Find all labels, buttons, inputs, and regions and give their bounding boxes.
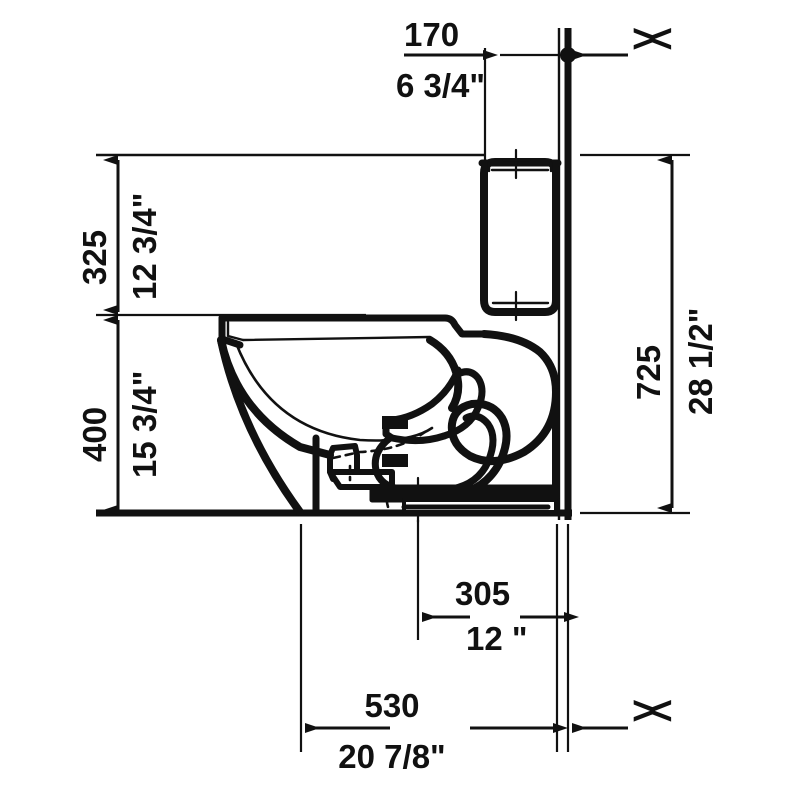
trapway-throat-bottom — [388, 432, 448, 445]
trapway-loop-inner — [440, 368, 486, 440]
break-marker-bottom-glyph: >< — [632, 689, 671, 733]
bowl-rim-top — [218, 314, 488, 338]
dim-label-725-imperial: 28 1/2" — [682, 308, 719, 415]
trapway-outer-upper — [447, 330, 560, 466]
trap-connector-block-upper — [382, 416, 408, 429]
dim-label-170-imperial: 6 3/4" — [396, 67, 485, 104]
dim-label-305-imperial: 12 " — [466, 620, 528, 657]
dim-label-400-metric: 400 — [76, 407, 113, 462]
pedestal-front-skirt — [217, 336, 304, 516]
dim-label-530-imperial: 20 7/8" — [338, 738, 445, 775]
dimension-325-tank-height: 325 12 3/4" — [76, 155, 163, 315]
toilet-profile — [217, 148, 562, 524]
dimension-400-bowl-rim-height: 400 15 3/4" — [76, 315, 163, 515]
dim-label-530-metric: 530 — [364, 687, 419, 724]
dimension-530-overall-depth: 530 20 7/8" — [305, 687, 628, 775]
dim-label-400-imperial: 15 3/4" — [126, 371, 163, 478]
hidden-line-bowl-throat — [331, 430, 427, 460]
trapway-throat-top — [388, 366, 462, 424]
bowl-basin-inner-curve — [234, 341, 434, 442]
trap-connector-block-lower — [382, 454, 408, 467]
dim-label-170-metric: 170 — [404, 16, 459, 53]
wall-line — [557, 28, 576, 520]
extension-lines — [96, 48, 690, 752]
dimension-170-tank-to-wall: 170 6 3/4" — [396, 16, 628, 104]
dimension-305-rough-in: 305 12 " — [422, 575, 579, 657]
dim-label-325-metric: 325 — [76, 230, 113, 285]
tank-body — [480, 158, 560, 316]
bowl-front-lip-inner — [226, 320, 245, 342]
dim-label-325-imperial: 12 3/4" — [126, 193, 163, 300]
break-marker-top-glyph: >< — [632, 17, 671, 61]
dimension-725-total-height: 725 28 1/2" — [630, 155, 719, 513]
dim-label-305-metric: 305 — [455, 575, 510, 612]
trapway-lower-loop — [448, 412, 497, 493]
break-marker-top: >< — [632, 17, 677, 61]
break-marker-bottom: >< — [632, 689, 677, 733]
dim-label-725-metric: 725 — [630, 345, 667, 400]
bowl-rim-inner-line — [241, 335, 432, 342]
